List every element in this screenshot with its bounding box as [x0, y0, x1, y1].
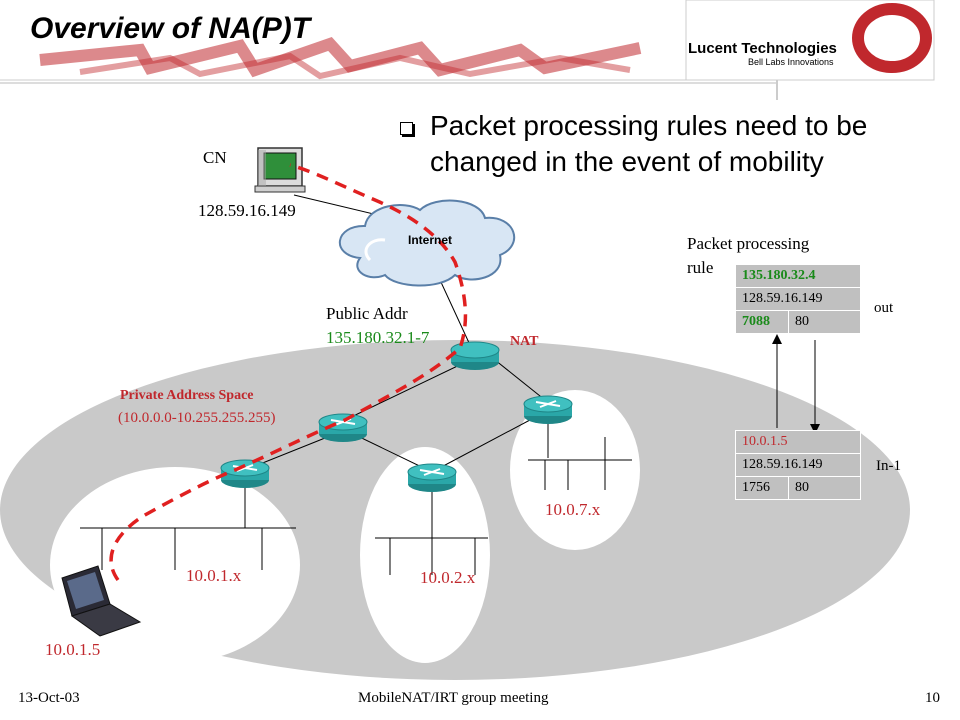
cn-address: 128.59.16.149 [198, 201, 296, 220]
nat-label: NAT [510, 334, 539, 349]
footer-page-number: 10 [925, 690, 940, 706]
logo-name: Lucent Technologies [688, 40, 837, 57]
internet-label: Internet [408, 233, 453, 247]
rule-in-dst: 128.59.16.149 [735, 453, 861, 477]
subnet-2-area [360, 447, 490, 663]
subnet-7-area [510, 390, 640, 550]
rule-out-dport: 80 [788, 310, 861, 334]
footer-meeting: MobileNAT/IRT group meeting [358, 690, 549, 706]
subnet-1-label: 10.0.1.x [186, 566, 242, 585]
private-space-range: (10.0.0.0-10.255.255.255) [118, 410, 276, 426]
slide-title: Overview of NA(P)T [30, 12, 311, 45]
footer-date: 13-Oct-03 [18, 690, 80, 706]
cn-label: CN [203, 148, 227, 167]
router-subnet1-icon [220, 459, 270, 488]
lucent-logo: Lucent Technologies Bell Labs Innovation… [688, 40, 838, 67]
rule-out-src: 135.180.32.4 [735, 264, 861, 288]
rule-out-sport: 7088 [735, 310, 789, 334]
rule-in-src: 10.0.1.5 [735, 430, 861, 454]
bullet-text: Packet processing rules need to be chang… [430, 110, 868, 177]
mobility-path [109, 163, 468, 582]
router-subnet7-icon [523, 395, 573, 424]
header-decoration [0, 0, 935, 100]
laptop-icon [61, 565, 142, 637]
cn-computer-icon [254, 147, 306, 193]
rule-in-sport: 1756 [735, 476, 789, 500]
internet-cloud-icon [339, 199, 516, 287]
subnet-2-label: 10.0.2.x [420, 568, 476, 587]
rule-out-dst: 128.59.16.149 [735, 287, 861, 311]
private-space-label: Private Address Space [120, 388, 254, 403]
rule-label-line2: rule [687, 258, 714, 277]
rule-in-dport: 80 [788, 476, 861, 500]
router-subnet2-icon [407, 463, 457, 492]
bullet-square-icon [400, 122, 413, 135]
out-label: out [874, 300, 894, 316]
nat-router-icon [450, 341, 500, 370]
in-label: In-1 [876, 458, 901, 474]
subnet-7-label: 10.0.7.x [545, 500, 601, 519]
rule-label-line1: Packet processing [687, 234, 810, 253]
public-addr-value: 135.180.32.1-7 [326, 328, 430, 347]
lucent-ring-icon [852, 3, 932, 73]
public-addr-label: Public Addr [326, 304, 408, 323]
laptop-address: 10.0.1.5 [45, 640, 101, 659]
logo-tagline: Bell Labs Innovations [748, 57, 834, 67]
